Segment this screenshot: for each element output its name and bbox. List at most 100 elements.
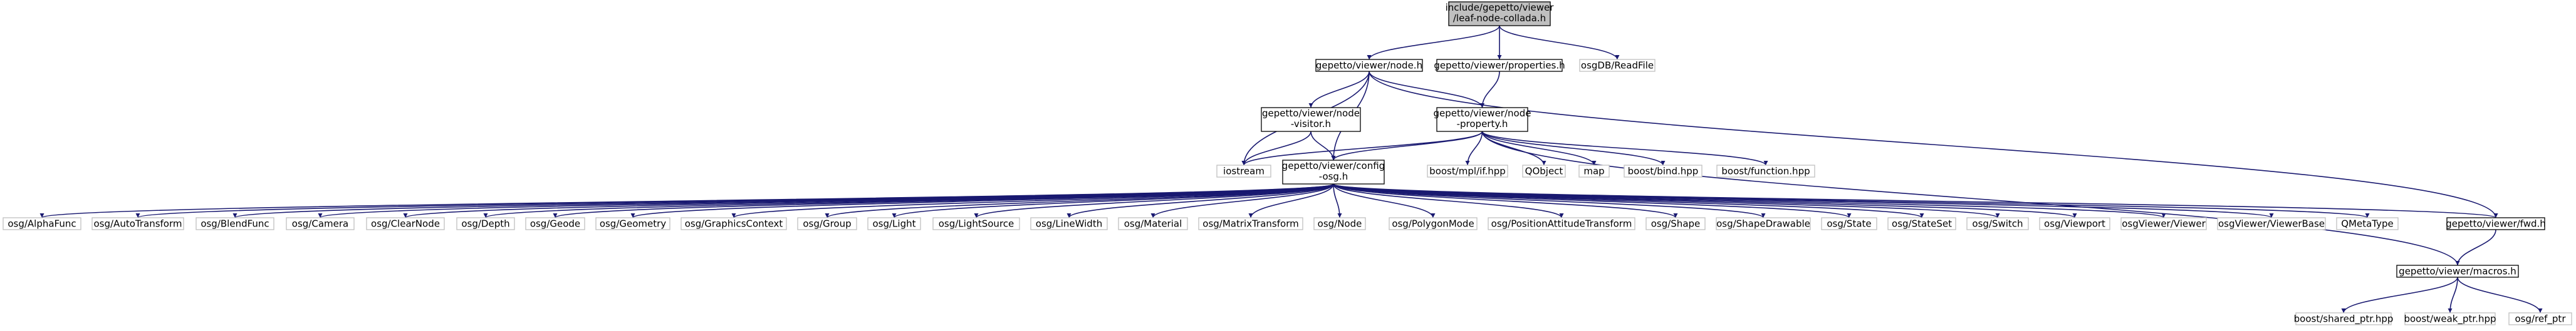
edge-node_property_h-to-macros_h [1481, 131, 2460, 266]
node-osg-alphafunc: osg/AlphaFunc [3, 217, 81, 230]
edge-config_osg_h-to-osg_polygonmode [1333, 183, 1436, 218]
node-label: boost/mpl/if.hpp [1429, 166, 1506, 177]
node-osgviewer-viewerbase: osgViewer/ViewerBase [2217, 217, 2326, 230]
node-label: -osg.h [1319, 171, 1348, 182]
node-label: osg/Switch [1972, 218, 2023, 230]
node-label: boost/bind.hpp [1628, 166, 1699, 177]
node-label: osg/ShapeDrawable [1716, 218, 1810, 230]
node-box [456, 217, 515, 230]
node-osg-shape: osg/Shape [1645, 217, 1706, 230]
node-label: osg/AutoTransform [93, 218, 182, 230]
node-config-osg-h[interactable]: gepetto/viewer/config-osg.h [1282, 160, 1385, 185]
node-box [1315, 59, 1423, 72]
edge-config_osg_h-to-osg_shape [1333, 183, 1678, 218]
node-label: boost/shared_ptr.hpp [2294, 313, 2394, 325]
edge-macros_h-to-osg_ref_ptr [2457, 277, 2543, 313]
node-fwd-h[interactable]: gepetto/viewer/fwd.h [2446, 217, 2546, 230]
node-box [1030, 217, 1108, 230]
node-box [1966, 217, 2029, 230]
node-osgviewer-viewer: osgViewer/Viewer [2120, 217, 2207, 230]
node-label: osg/StateSet [1892, 218, 1952, 230]
node-box [1448, 1, 1551, 26]
node-label: boost/function.hpp [1721, 166, 1810, 177]
node-osg-blendfunc: osg/BlendFunc [196, 217, 274, 230]
node-osg-camera: osg/Camera [286, 217, 355, 230]
node-osg-ref-ptr: osg/ref_ptr [2508, 312, 2572, 325]
node-osg-matrixtransform: osg/MatrixTransform [1198, 217, 1303, 230]
node-iostream: iostream [1216, 165, 1271, 178]
node-box [1436, 59, 1563, 72]
node-node-visitor-h[interactable]: gepetto/viewer/node-visitor.h [1261, 107, 1361, 132]
edge-node_property_h-to-boost_mpl_if [1465, 131, 1483, 166]
edge-node_h-to-node_visitor_h [1308, 71, 1370, 108]
node-box [1427, 165, 1508, 178]
node-label: gepetto/viewer/node.h [1316, 60, 1422, 71]
node-box [2446, 217, 2545, 230]
node-box [1198, 217, 1303, 230]
node-label: gepetto/viewer/fwd.h [2446, 218, 2546, 230]
node-box [1887, 217, 1956, 230]
node-label: osg/ref_ptr [2515, 313, 2567, 325]
node-label: /leaf-node-collada.h [1453, 13, 1546, 24]
edge-fwd_h-to-macros_h [2455, 229, 2496, 266]
node-label: osg/PositionAttitudeTransform [1491, 218, 1632, 230]
edge-config_osg_h-to-osg_alphafunc [40, 183, 1334, 218]
node-label: boost/weak_ptr.hpp [2404, 313, 2496, 325]
node-label: osg/AlphaFunc [8, 218, 76, 230]
edge-config_osg_h-to-osg_state [1333, 183, 1852, 218]
node-box [2295, 312, 2392, 325]
node-properties-h[interactable]: gepetto/viewer/properties.h [1434, 59, 1565, 72]
node-box [867, 217, 921, 230]
node-qobject: QObject [1522, 165, 1566, 178]
node-label: osg/State [1827, 218, 1871, 230]
edge-config_osg_h-to-osg_positionattitudetransform [1333, 183, 1564, 218]
node-root[interactable]: include/gepetto/viewer/leaf-node-collada… [1446, 1, 1555, 26]
node-label: osg/Depth [461, 218, 509, 230]
node-label: gepetto/viewer/node [1262, 108, 1360, 119]
node-box [525, 217, 585, 230]
node-label: osg/Camera [292, 218, 348, 230]
node-osg-graphicscontext: osg/GraphicsContext [681, 217, 787, 230]
node-osg-autotransform: osg/AutoTransform [91, 217, 184, 230]
node-label: osg/PolygonMode [1392, 218, 1474, 230]
node-box [1821, 217, 1877, 230]
node-label: map [1583, 166, 1604, 177]
node-box [2404, 312, 2496, 325]
node-box [1578, 165, 1610, 178]
node-label: gepetto/viewer/node [1434, 108, 1531, 119]
edge-config_osg_h-to-osg_linewidth [1066, 183, 1334, 218]
node-label: osg/LineWidth [1036, 218, 1102, 230]
node-box [1624, 165, 1703, 178]
node-label: osg/Geometry [600, 218, 666, 230]
node-label: QObject [1525, 166, 1563, 177]
node-boost-function: boost/function.hpp [1716, 165, 1815, 178]
node-osg-lightsource: osg/LightSource [932, 217, 1020, 230]
node-node-h[interactable]: gepetto/viewer/node.h [1315, 59, 1423, 72]
node-label: gepetto/viewer/properties.h [1434, 60, 1565, 71]
node-label: osg/BlendFunc [201, 218, 269, 230]
node-box [1522, 165, 1566, 178]
node-box [1282, 160, 1385, 185]
node-macros-h[interactable]: gepetto/viewer/macros.h [2396, 265, 2519, 278]
edge-macros_h-to-boost_weak_ptr [2448, 277, 2458, 313]
edge-config_osg_h-to-osg_light [892, 183, 1334, 218]
node-osg-switch: osg/Switch [1966, 217, 2029, 230]
node-label: osg/Group [803, 218, 851, 230]
node-label: osg/Shape [1651, 218, 1701, 230]
node-box [1716, 165, 1815, 178]
node-box [2396, 265, 2519, 278]
node-osg-stateset: osg/StateSet [1887, 217, 1956, 230]
edge-node_property_h-to-boost_bind [1481, 131, 1666, 166]
edge-layer [40, 25, 2543, 313]
node-osg-shapedrawable: osg/ShapeDrawable [1716, 217, 1811, 230]
node-box [91, 217, 184, 230]
node-box [2336, 217, 2399, 230]
node-qmetatype: QMetaType [2336, 217, 2399, 230]
node-node-property-h[interactable]: gepetto/viewer/node-property.h [1434, 107, 1531, 132]
node-box [196, 217, 274, 230]
edge-config_osg_h-to-osg_camera [318, 183, 1334, 218]
edge-node_property_h-to-boost_function [1481, 131, 1768, 166]
node-box [1261, 107, 1361, 132]
node-osg-polygonmode: osg/PolygonMode [1389, 217, 1478, 230]
